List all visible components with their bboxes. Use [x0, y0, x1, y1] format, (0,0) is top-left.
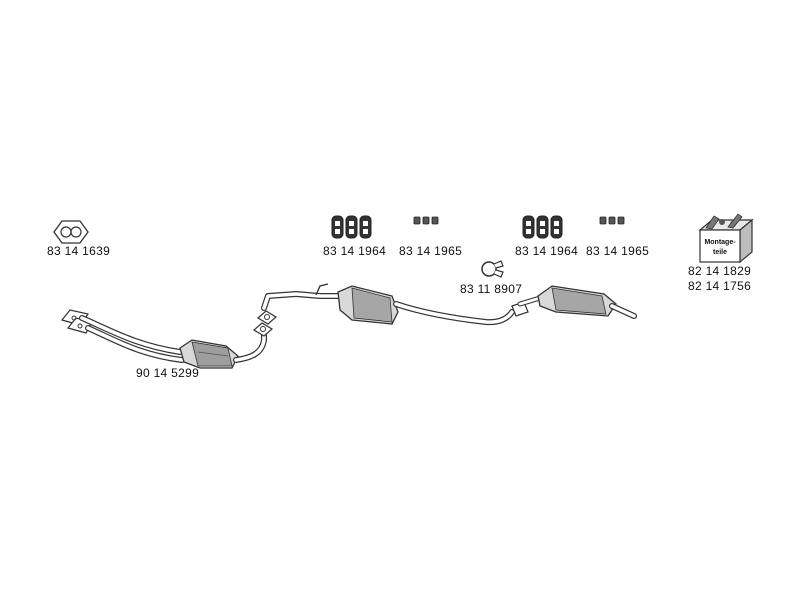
- rubber-hanger-icon: [331, 215, 372, 239]
- mounting-kit-box-icon: Montage- teile: [698, 213, 754, 264]
- mounting-kit-box-label-2: teile: [713, 249, 727, 256]
- rubber-hanger-icon: [522, 215, 563, 239]
- part-number-front-pipe-catalyst: 90 14 5299: [136, 366, 200, 380]
- part-number-hanger-set-1: 83 14 1964: [323, 244, 387, 258]
- front-pipe-catalyst: [60, 309, 267, 369]
- part-number-clamp-set-2: 83 14 1965: [586, 244, 650, 258]
- clamp-icon: [413, 216, 439, 225]
- part-number-pipe-clamp: 83 11 8907: [460, 282, 523, 296]
- part-number-clamp-set-1: 83 14 1965: [399, 244, 463, 258]
- gasket-icon: [53, 220, 89, 244]
- mounting-kit-box-label: Montage-: [704, 239, 736, 246]
- flange-gasket-icon: [252, 310, 278, 337]
- center-muffler-section: [261, 283, 515, 326]
- part-number-mounting-kit-a: 82 14 1829: [688, 264, 752, 278]
- rear-muffler-section: [511, 285, 637, 319]
- part-number-mounting-kit-b: 82 14 1756: [688, 279, 752, 293]
- part-number-front-gasket: 83 14 1639: [47, 244, 111, 258]
- clamp-icon: [599, 216, 625, 225]
- part-number-hanger-set-2: 83 14 1964: [515, 244, 579, 258]
- pipe-clamp-icon: [481, 260, 504, 278]
